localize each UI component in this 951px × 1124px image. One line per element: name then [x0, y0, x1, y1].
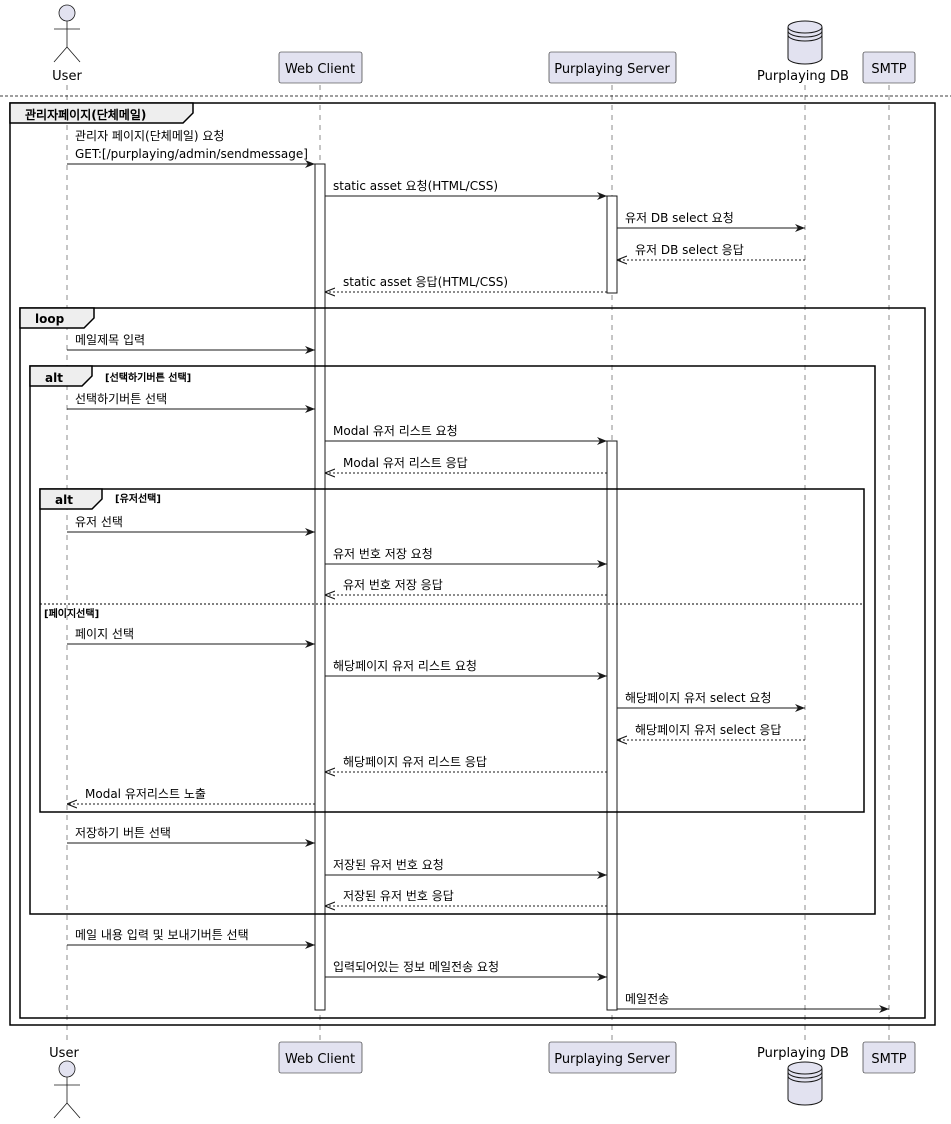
alt-outer-condition: [선택하기버튼 선택] — [105, 371, 191, 384]
participant-label: SMTP — [871, 1052, 906, 1067]
database-icon — [787, 1061, 823, 1106]
alt-else-condition: [페이지선택] — [44, 607, 99, 620]
message: 입력되어있는 정보 메일전송 요청 — [325, 960, 607, 981]
participant-web-client-top: Web Client — [278, 51, 363, 84]
participant-label: Purplaying Server — [554, 62, 670, 77]
actor-label: User — [52, 69, 82, 84]
message-label: 저장된 유저 번호 요청 — [333, 858, 444, 872]
actor-user-bottom: User — [49, 1046, 81, 1119]
alt-outer-label: alt — [45, 371, 63, 385]
message-label: static asset 응답(HTML/CSS) — [343, 275, 508, 289]
message-label: 해당페이지 유저 select 요청 — [625, 691, 771, 705]
message-label: Modal 유저 리스트 응답 — [343, 456, 468, 470]
message-label: 해당페이지 유저 리스트 요청 — [333, 659, 477, 673]
message-label: 메일 내용 입력 및 보내기버튼 선택 — [75, 928, 249, 942]
actor-user-top: User — [52, 4, 82, 84]
message: 유저 번호 저장 응답 — [325, 578, 607, 595]
message-label: static asset 요청(HTML/CSS) — [333, 179, 498, 193]
alt-inner-frame: alt [유저선택] [페이지선택] — [39, 488, 865, 813]
message: 해당페이지 유저 리스트 요청 — [325, 659, 607, 680]
message-label: 페이지 선택 — [75, 627, 134, 641]
message-label: 저장하기 버튼 선택 — [75, 826, 171, 840]
activation-server-1 — [606, 195, 618, 294]
messages: 관리자 페이지(단체메일) 요청 GET:[/purplaying/admin/s… — [67, 129, 889, 1013]
participant-web-client-bottom: Web Client — [278, 1041, 363, 1074]
participants-bottom: User Web Client Purplaying Server Purpla… — [49, 1041, 916, 1119]
activation-server-2 — [606, 440, 618, 1011]
message: static asset 응답(HTML/CSS) — [325, 275, 607, 292]
message: 저장하기 버튼 선택 — [67, 826, 315, 847]
message: Modal 유저 리스트 요청 — [325, 424, 607, 445]
message: 해당페이지 유저 select 응답 — [617, 723, 805, 740]
participant-label: Web Client — [285, 1052, 355, 1067]
message-label: 유저 번호 저장 응답 — [343, 578, 443, 592]
message-label: Modal 유저리스트 노출 — [85, 787, 206, 801]
message: static asset 요청(HTML/CSS) — [325, 179, 607, 200]
message-label: 입력되어있는 정보 메일전송 요청 — [333, 960, 499, 974]
outer-group-label: 관리자페이지(단체메일) — [25, 107, 146, 122]
message-label: 메일전송 — [625, 992, 669, 1006]
message-label: 유저 번호 저장 요청 — [333, 547, 433, 561]
user-actor-icon — [53, 4, 81, 63]
actor-label: User — [49, 1046, 79, 1061]
message-label: 저장된 유저 번호 응답 — [343, 889, 454, 903]
activation-web-client — [314, 163, 326, 1011]
loop-frame: loop — [19, 307, 926, 1019]
participant-smtp-bottom: SMTP — [862, 1041, 916, 1074]
loop-label: loop — [35, 312, 65, 326]
message: 메일제목 입력 — [67, 333, 315, 354]
group-frames: 관리자페이지(단체메일) loop alt [선택하기버튼 선택] alt [유… — [9, 102, 936, 1026]
message: 저장된 유저 번호 응답 — [325, 889, 607, 906]
participant-server-bottom: Purplaying Server — [548, 1041, 677, 1074]
message-label: 유저 선택 — [75, 515, 123, 529]
message-label: 관리자 페이지(단체메일) 요청 — [75, 129, 224, 143]
message-label: 해당페이지 유저 리스트 응답 — [343, 755, 487, 769]
message: 저장된 유저 번호 요청 — [325, 858, 607, 879]
database-icon — [787, 20, 823, 65]
message-label: 해당페이지 유저 select 응답 — [635, 723, 781, 737]
participant-label: SMTP — [871, 62, 906, 77]
message: 유저 번호 저장 요청 — [325, 547, 607, 568]
message: Modal 유저리스트 노출 — [67, 787, 315, 804]
message-label: GET:[/purplaying/admin/sendmessage] — [75, 147, 308, 161]
outer-group-frame: 관리자페이지(단체메일) — [9, 102, 936, 1026]
message: 해당페이지 유저 리스트 응답 — [325, 755, 607, 772]
message: 유저 DB select 응답 — [617, 243, 805, 260]
user-actor-icon — [53, 1060, 81, 1119]
activations — [314, 163, 618, 1011]
alt-outer-frame: alt [선택하기버튼 선택] — [29, 365, 876, 915]
message: 해당페이지 유저 select 요청 — [617, 691, 805, 712]
participant-server-top: Purplaying Server — [548, 51, 677, 84]
participant-label: Purplaying DB — [757, 69, 849, 84]
message: 페이지 선택 — [67, 627, 315, 648]
participant-db-bottom: Purplaying DB — [757, 1046, 849, 1106]
message-label: 선택하기버튼 선택 — [75, 392, 167, 406]
participant-label: Purplaying Server — [554, 1052, 670, 1067]
message: 유저 선택 — [67, 515, 315, 536]
message: 유저 DB select 요청 — [617, 211, 805, 232]
message-label: 메일제목 입력 — [75, 333, 145, 347]
message: 메일전송 — [617, 992, 889, 1013]
participant-smtp-top: SMTP — [862, 51, 916, 84]
alt-inner-condition: [유저선택] — [115, 492, 161, 505]
participant-label: Purplaying DB — [757, 1046, 849, 1061]
message: 선택하기버튼 선택 — [67, 392, 315, 413]
message: 메일 내용 입력 및 보내기버튼 선택 — [67, 928, 315, 949]
alt-inner-label: alt — [55, 493, 73, 507]
message-label: Modal 유저 리스트 요청 — [333, 424, 458, 438]
participant-db-top: Purplaying DB — [757, 20, 849, 84]
participants-top: User Web Client Purplaying Server Purpla… — [52, 4, 916, 84]
message-label: 유저 DB select 응답 — [635, 243, 744, 257]
participant-label: Web Client — [285, 62, 355, 77]
message: 관리자 페이지(단체메일) 요청 GET:[/purplaying/admin/s… — [67, 129, 315, 168]
message-label: 유저 DB select 요청 — [625, 211, 734, 225]
message: Modal 유저 리스트 응답 — [325, 456, 607, 473]
